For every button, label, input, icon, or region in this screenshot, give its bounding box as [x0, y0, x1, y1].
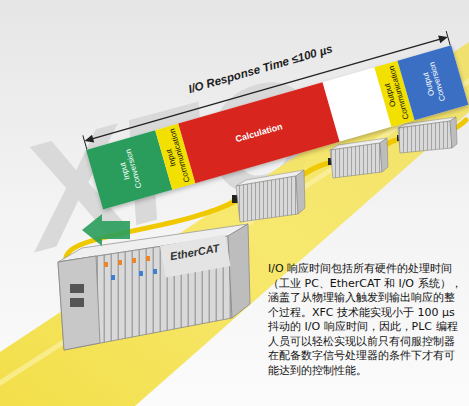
- phase-label: Calculation: [234, 121, 284, 145]
- io-terminal-block: [330, 138, 388, 178]
- phase-label: Input Conversion: [113, 140, 146, 199]
- caption-text: I/O 响应时间包括所有硬件的处理时间（工业 PC、EtherCAT 和 I/O…: [268, 262, 464, 378]
- io-terminal-block: [236, 170, 305, 222]
- phase-label: Output Conversion: [417, 53, 450, 112]
- io-terminal-block: [58, 224, 250, 350]
- input-arrow: [82, 214, 130, 246]
- floor-band: [0, 42, 469, 406]
